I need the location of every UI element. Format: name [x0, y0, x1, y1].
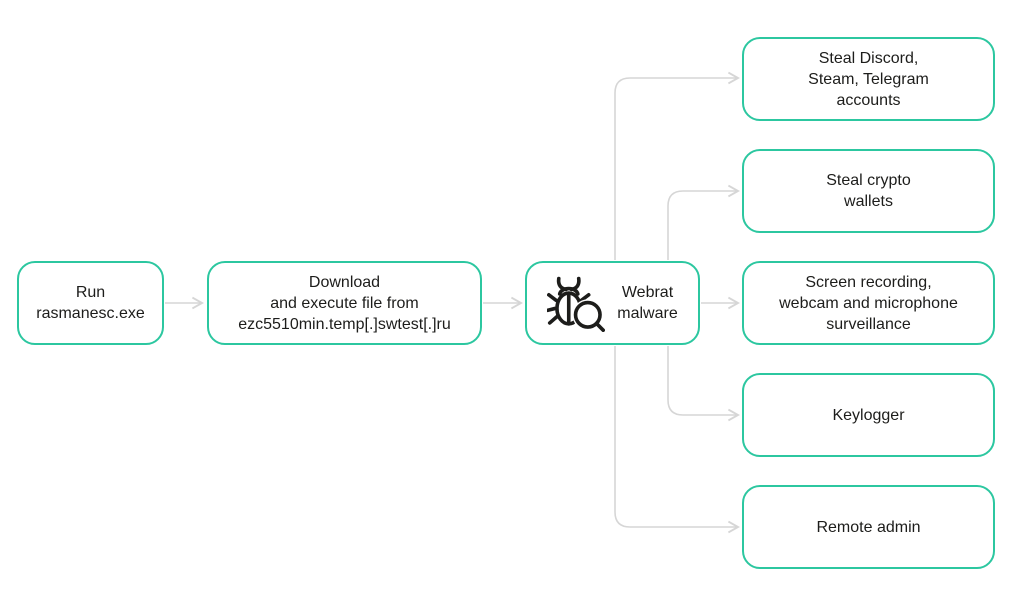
node-keylogger: Keylogger [742, 373, 995, 457]
edge-webrat-steal-accounts [614, 71, 740, 260]
node-run-rasmanesc: Run rasmanesc.exe [17, 261, 164, 345]
node-steal-accounts: Steal Discord, Steam, Telegram accounts [742, 37, 995, 121]
node-remote-admin: Remote admin [742, 485, 995, 569]
node-steal-crypto-wallets: Steal crypto wallets [742, 149, 995, 233]
node-keylogger-label: Keylogger [832, 406, 905, 424]
node-surveillance: Screen recording, webcam and microphone … [742, 261, 995, 345]
node-remote-admin-label: Remote admin [816, 518, 921, 536]
node-surveillance-label: Screen recording, webcam and microphone … [779, 273, 958, 333]
node-download-label: Download and execute file from ezc5510mi… [238, 273, 451, 333]
node-steal-accounts-label: Steal Discord, Steam, Telegram accounts [808, 49, 929, 109]
bug-magnifier-icon [547, 276, 606, 332]
node-webrat-malware: Webrat malware [525, 261, 700, 345]
node-download-execute: Download and execute file from ezc5510mi… [207, 261, 482, 345]
edge-webrat-remote-admin [614, 346, 740, 534]
edge-webrat-keylogger [667, 346, 740, 422]
edge-webrat-steal-crypto [667, 184, 740, 260]
node-steal-crypto-label: Steal crypto wallets [826, 172, 911, 210]
node-run-label: Run rasmanesc.exe [36, 284, 145, 322]
node-webrat-label: Webrat malware [617, 284, 678, 322]
